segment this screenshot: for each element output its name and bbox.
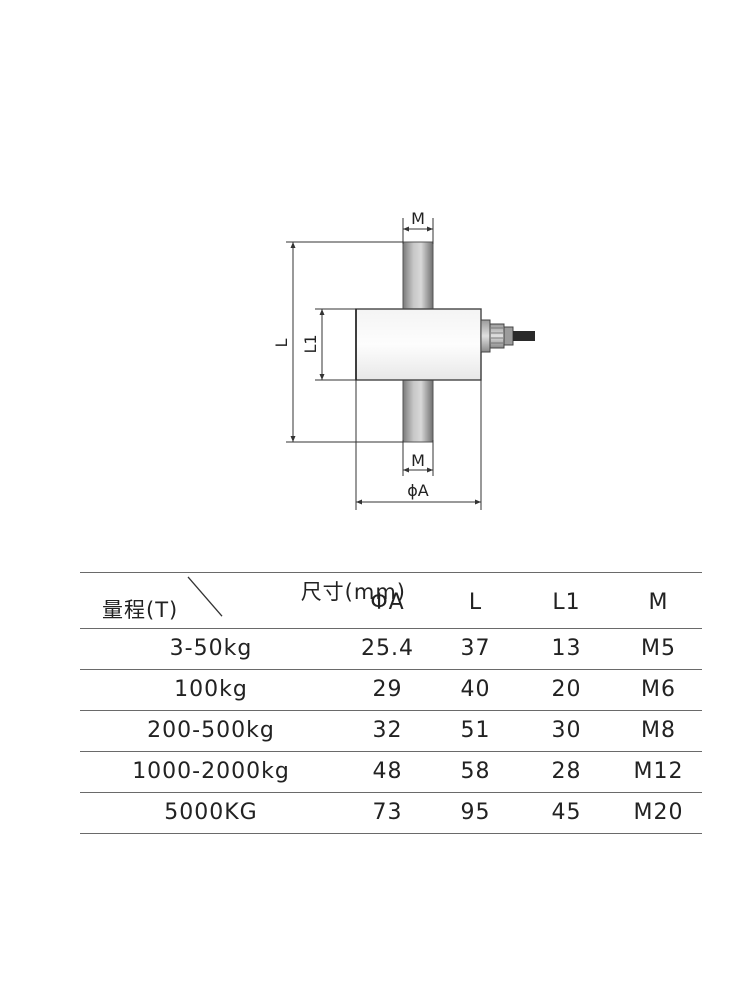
table-row: 100kg 29 40 20 M6 (80, 670, 702, 711)
table-row: 3-50kg 25.4 37 13 M5 (80, 629, 702, 670)
l-cell: 37 (460, 636, 491, 661)
sensor-body (355, 308, 482, 381)
range-cell: 1000-2000kg (132, 759, 290, 784)
column-header-m: M (648, 589, 669, 615)
phi-a-cell: 73 (372, 800, 403, 825)
table-header-row: 尺寸(mm) 量程(T) ΦA L L1 M (80, 572, 702, 629)
l-cell: 95 (460, 800, 491, 825)
dim-m-bottom-label: M (411, 451, 425, 470)
phi-a-cell: 48 (372, 759, 403, 784)
range-cell: 5000KG (164, 800, 258, 825)
load-cell-drawing: M M L L1 ϕA (272, 209, 535, 510)
column-header-l1: L1 (552, 589, 581, 615)
header-corner-cell: 尺寸(mm) 量程(T) (80, 573, 405, 629)
cable-connector (480, 319, 535, 353)
phi-a-cell: 32 (372, 718, 403, 743)
phi-a-cell: 25.4 (361, 636, 414, 661)
dim-l1-label: L1 (301, 334, 320, 353)
m-cell: M20 (633, 800, 684, 825)
table-row: 200-500kg 32 51 30 M8 (80, 711, 702, 752)
table-row: 1000-2000kg 48 58 28 M12 (80, 752, 702, 793)
spec-table: 尺寸(mm) 量程(T) ΦA L L1 M 3-50kg 25.4 37 13… (80, 572, 702, 834)
m-cell: M6 (641, 677, 676, 702)
l1-cell: 20 (551, 677, 582, 702)
dim-l-label: L (272, 338, 291, 347)
phi-a-cell: 29 (372, 677, 403, 702)
range-cell: 200-500kg (147, 718, 275, 743)
table-row: 5000KG 73 95 45 M20 (80, 793, 702, 834)
bottom-stud (402, 379, 434, 443)
dim-phi-a-label: ϕA (407, 481, 429, 500)
l-cell: 40 (460, 677, 491, 702)
column-header-l: L (468, 589, 483, 615)
top-stud (402, 241, 434, 310)
l1-cell: 28 (551, 759, 582, 784)
l1-cell: 45 (551, 800, 582, 825)
range-cell: 3-50kg (169, 636, 253, 661)
m-cell: M5 (641, 636, 676, 661)
column-header-phi-a: ΦA (370, 589, 405, 615)
header-range-label: 量程(T) (102, 598, 179, 622)
l-cell: 58 (460, 759, 491, 784)
l1-cell: 13 (551, 636, 582, 661)
header-dimension-label: 尺寸(mm) (300, 580, 406, 604)
corner-diagonal (187, 576, 223, 617)
m-cell: M8 (641, 718, 676, 743)
range-cell: 100kg (174, 677, 248, 702)
l-cell: 51 (460, 718, 491, 743)
dim-m-top-label: M (411, 209, 425, 228)
m-cell: M12 (633, 759, 684, 784)
l1-cell: 30 (551, 718, 582, 743)
